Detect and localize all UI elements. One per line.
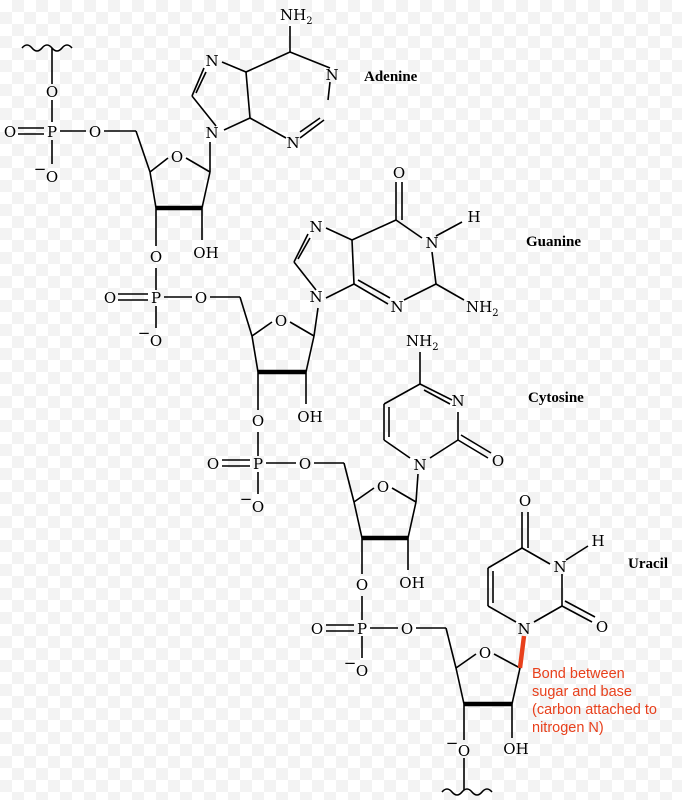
atom-nh2: NH2 bbox=[280, 6, 313, 27]
atom-o: O bbox=[311, 620, 323, 638]
negative-charge: − bbox=[34, 160, 47, 178]
atom-oh: OH bbox=[503, 740, 528, 758]
atom-h: H bbox=[591, 532, 604, 550]
atom-o: O bbox=[479, 644, 491, 662]
annotation-line: (carbon attached to bbox=[532, 702, 657, 718]
atom-p: P bbox=[357, 620, 367, 638]
atom-n: N bbox=[517, 620, 530, 638]
chain-break-top bbox=[21, 44, 73, 52]
atom-o: O bbox=[356, 576, 368, 594]
atom-o: O bbox=[46, 168, 58, 186]
atom-oh: OH bbox=[297, 408, 322, 426]
bond-annotation: Bond between sugar and base (carbon atta… bbox=[532, 666, 657, 736]
negative-charge: − bbox=[240, 490, 253, 508]
atom-n: N bbox=[451, 392, 464, 410]
cytosine-base bbox=[383, 352, 492, 459]
atom-o: O bbox=[492, 452, 504, 470]
atom-o: O bbox=[596, 618, 608, 636]
atom-n: N bbox=[205, 52, 218, 70]
atom-h: H bbox=[467, 208, 480, 226]
phosphate-group-3 bbox=[222, 432, 355, 503]
atom-o: O bbox=[519, 492, 531, 510]
glycosidic-bond-highlight bbox=[517, 635, 527, 669]
phosphate-group-2 bbox=[118, 268, 253, 337]
annotation-line: Bond between bbox=[532, 666, 625, 682]
guanine-base bbox=[293, 182, 465, 305]
label-cytosine: Cytosine bbox=[528, 390, 584, 406]
atom-o: O bbox=[252, 412, 264, 430]
adenine-base bbox=[191, 26, 331, 139]
ribose-sugar-3 bbox=[353, 473, 419, 574]
negative-charge: − bbox=[446, 734, 459, 752]
atom-o: O bbox=[150, 332, 162, 350]
atom-o: O bbox=[104, 289, 116, 307]
atom-nh2: NH2 bbox=[466, 298, 499, 319]
negative-charge: − bbox=[138, 324, 151, 342]
atom-p: P bbox=[151, 289, 161, 307]
atom-o: O bbox=[252, 498, 264, 516]
atom-o: O bbox=[89, 123, 101, 141]
atom-o: O bbox=[195, 289, 207, 307]
ribose-sugar-1 bbox=[149, 142, 211, 246]
annotation-line: sugar and base bbox=[532, 684, 632, 700]
annotation-line: nitrogen N) bbox=[532, 720, 604, 736]
atom-o: O bbox=[171, 148, 183, 166]
atom-o: O bbox=[393, 164, 405, 182]
atom-o: O bbox=[275, 312, 287, 330]
atom-n: N bbox=[325, 66, 338, 84]
atom-o: O bbox=[46, 83, 58, 101]
phosphate-group-1 bbox=[18, 48, 151, 173]
atom-p: P bbox=[47, 123, 57, 141]
atom-o: O bbox=[207, 455, 219, 473]
chain-break-bottom bbox=[441, 788, 493, 796]
atom-oh: OH bbox=[399, 574, 424, 592]
atom-o: O bbox=[356, 662, 368, 680]
atom-p: P bbox=[253, 455, 263, 473]
atom-n: N bbox=[205, 124, 218, 142]
atom-nh2: NH2 bbox=[406, 332, 439, 353]
negative-charge: − bbox=[344, 654, 357, 672]
atom-o: O bbox=[4, 123, 16, 141]
phosphate-group-4 bbox=[326, 596, 457, 669]
atom-o: O bbox=[299, 455, 311, 473]
atom-n: N bbox=[390, 298, 403, 316]
uracil-base bbox=[487, 512, 596, 623]
label-uracil: Uracil bbox=[628, 556, 668, 572]
atom-n: N bbox=[413, 456, 426, 474]
atom-n: N bbox=[553, 558, 566, 576]
atom-o: O bbox=[377, 478, 389, 496]
label-adenine: Adenine bbox=[364, 69, 418, 85]
atom-o: O bbox=[458, 742, 470, 760]
label-guanine: Guanine bbox=[526, 234, 581, 250]
atom-n: N bbox=[309, 218, 322, 236]
atom-n: N bbox=[286, 134, 299, 152]
atom-n: N bbox=[425, 234, 438, 252]
atom-o: O bbox=[150, 248, 162, 266]
atom-n: N bbox=[309, 288, 322, 306]
ribose-sugar-4 bbox=[455, 653, 521, 790]
atom-oh: OH bbox=[193, 244, 218, 262]
atom-o: O bbox=[401, 620, 413, 638]
ribose-sugar-2 bbox=[251, 307, 319, 410]
